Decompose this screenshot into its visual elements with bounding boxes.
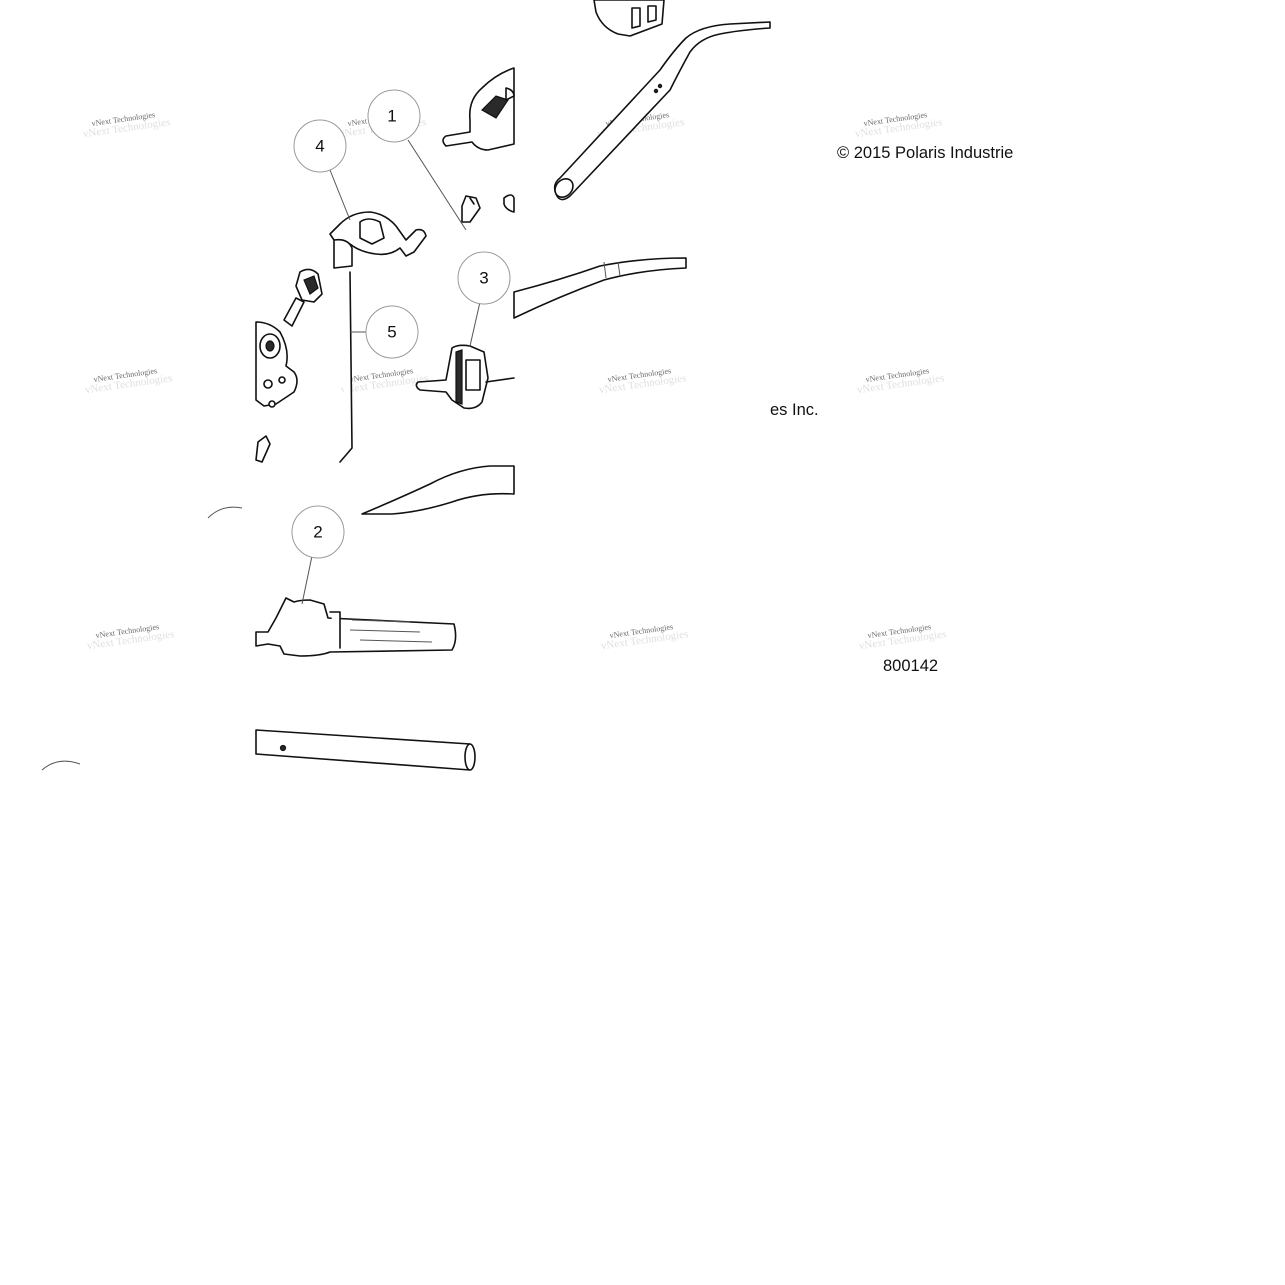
svg-text:1: 1: [387, 107, 396, 126]
tube-part: [255, 729, 476, 771]
clamp-part: [329, 211, 427, 269]
handlebar-upper-section: [553, 0, 771, 201]
switch-part: [415, 344, 515, 410]
watermark: vNext Technologies vNext Technologies: [598, 366, 687, 396]
callout-1: 1: [367, 89, 467, 231]
switch-housing-part: [442, 67, 515, 213]
partial-callout: [41, 760, 81, 771]
copyright-fragment: es Inc.: [770, 401, 819, 419]
watermark: vNext Technologies vNext Technologies: [600, 622, 689, 652]
svg-text:5: 5: [387, 323, 396, 342]
partial-callout: [207, 506, 243, 519]
handlebar-middle-section: [513, 257, 687, 319]
watermark: vNext Technologies vNext Technologies: [858, 622, 947, 652]
svg-text:3: 3: [479, 269, 488, 288]
watermark-layer: vNext Technologies vNext Technologies vN…: [82, 110, 947, 652]
diagram-number: 800142: [883, 657, 938, 675]
svg-text:2: 2: [313, 523, 322, 542]
callout-2: 2: [291, 505, 345, 605]
handlebar-lower-section: [361, 465, 515, 515]
bolt-part: [461, 195, 481, 223]
bracket-line: [339, 271, 353, 463]
watermark: vNext Technologies vNext Technologies: [856, 366, 945, 396]
svg-text:4: 4: [315, 137, 324, 156]
watermark: vNext Technologies vNext Technologies: [86, 622, 175, 652]
watermark: vNext Technologies vNext Technologies: [82, 110, 171, 140]
callout-3: 3: [457, 251, 511, 347]
callout-4: 4: [293, 119, 351, 221]
watermark: vNext Technologies vNext Technologies: [340, 366, 429, 396]
switch-assembly-left: [255, 321, 298, 463]
grip-part: [255, 597, 457, 657]
watermark: vNext Technologies vNext Technologies: [84, 366, 173, 396]
watermark: vNext Technologies vNext Technologies: [854, 110, 943, 140]
callout-5: 5: [350, 305, 419, 359]
key-part: [283, 268, 323, 327]
copyright-notice: © 2015 Polaris Industrie: [837, 144, 1013, 162]
